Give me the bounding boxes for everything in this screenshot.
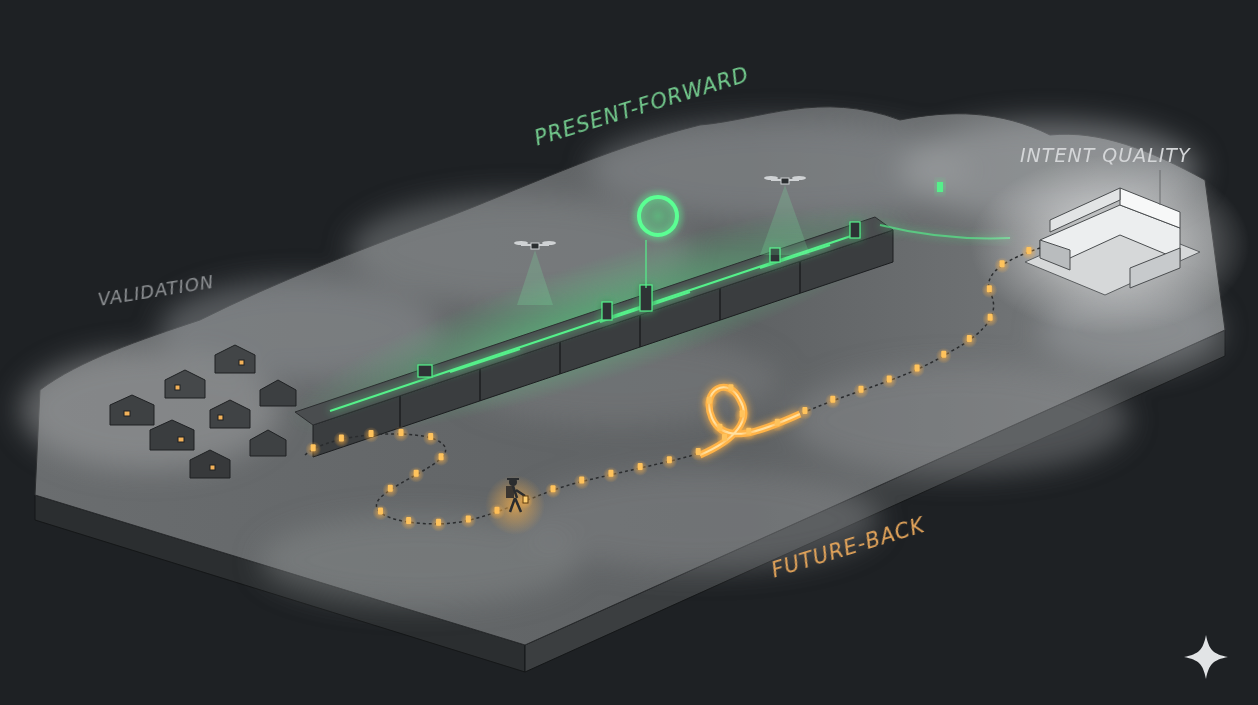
hiker-figure <box>485 475 545 535</box>
lantern <box>746 428 751 435</box>
lantern <box>717 424 722 431</box>
lantern-glow <box>701 394 717 410</box>
lantern <box>378 508 383 515</box>
lantern-glow <box>1021 244 1037 260</box>
lantern <box>369 430 374 437</box>
lantern-glow <box>545 482 561 498</box>
lantern <box>696 448 701 455</box>
lantern <box>414 470 419 477</box>
lantern <box>550 485 555 492</box>
lantern <box>311 444 316 451</box>
lantern <box>466 515 471 522</box>
village-houses <box>110 345 296 478</box>
lantern-glow <box>723 381 739 397</box>
lantern-glow <box>825 393 841 409</box>
lantern <box>858 386 863 393</box>
lantern <box>406 517 411 524</box>
lantern <box>740 410 745 417</box>
lantern <box>941 351 946 358</box>
elevated-bridge <box>268 161 933 479</box>
lantern-glow <box>661 453 677 469</box>
lantern-glow <box>603 467 619 483</box>
lantern <box>428 433 433 440</box>
lantern-glow <box>741 425 757 441</box>
lantern-glow <box>401 514 417 530</box>
lantern-glow <box>372 505 388 521</box>
region-label: INTENT QUALITY <box>1020 144 1191 166</box>
lantern-glow <box>961 332 977 348</box>
lantern-glow <box>982 311 998 327</box>
lantern-glow <box>423 430 439 446</box>
lantern-glow <box>690 445 706 461</box>
drones <box>514 176 1010 305</box>
lantern <box>987 285 992 292</box>
lantern-glow <box>994 257 1010 273</box>
lantern-glow <box>460 512 476 528</box>
lantern <box>722 434 727 441</box>
lantern-glow <box>408 467 424 483</box>
lantern <box>399 429 404 436</box>
lantern-glow <box>433 450 449 466</box>
lantern <box>436 519 441 526</box>
lantern-glow <box>393 426 409 442</box>
star-watermark <box>1184 635 1228 679</box>
lantern <box>728 384 733 391</box>
lantern-glow <box>881 373 897 389</box>
lantern-glow <box>632 460 648 476</box>
lantern <box>802 407 807 414</box>
lantern-glow <box>734 407 750 423</box>
lantern <box>830 396 835 403</box>
lantern <box>887 376 892 383</box>
lantern-glow <box>936 348 952 364</box>
lantern <box>439 453 444 460</box>
lantern-glow <box>981 282 997 298</box>
lantern <box>522 496 527 503</box>
lantern-glow <box>797 404 813 420</box>
lantern-glow <box>853 383 869 399</box>
lantern <box>775 419 780 426</box>
lantern-glow <box>431 516 447 532</box>
lantern-glow <box>909 361 925 377</box>
lantern <box>915 364 920 371</box>
lantern <box>988 314 993 321</box>
lantern <box>608 470 613 477</box>
lantern-glow <box>363 427 379 443</box>
lantern <box>707 397 712 404</box>
lantern-glow <box>574 474 590 490</box>
lantern-glow <box>382 482 398 498</box>
lantern-glow <box>305 441 321 457</box>
lantern <box>1000 260 1005 267</box>
lantern <box>388 485 393 492</box>
intent-building <box>970 155 1250 335</box>
lantern-trail <box>305 244 1040 532</box>
lantern-glow <box>333 431 349 447</box>
lantern <box>1026 247 1031 254</box>
lantern <box>967 335 972 342</box>
lantern <box>339 434 344 441</box>
lantern <box>579 477 584 484</box>
lantern <box>667 456 672 463</box>
lantern-glow <box>769 416 785 432</box>
lantern <box>638 463 643 470</box>
